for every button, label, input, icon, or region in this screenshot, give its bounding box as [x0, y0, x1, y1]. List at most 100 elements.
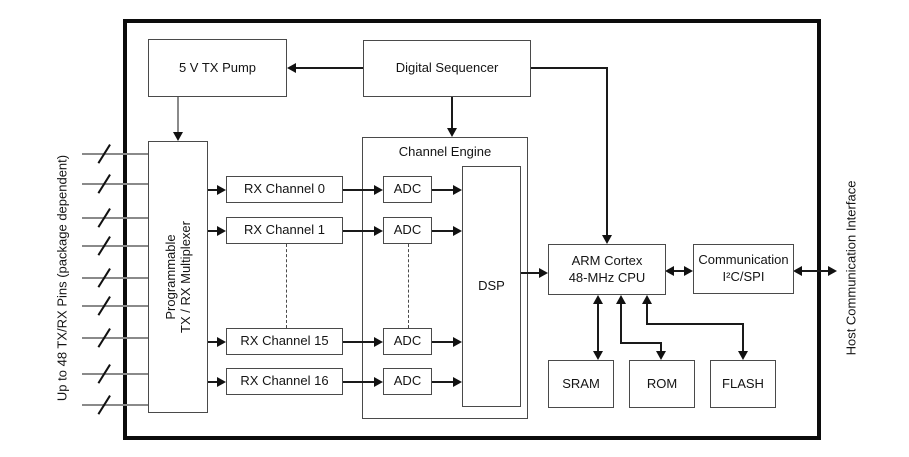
adc-15-block: ADC	[383, 328, 432, 355]
rom-label: ROM	[646, 375, 678, 391]
flash-label: FLASH	[722, 375, 764, 391]
rom-block: ROM	[629, 360, 695, 408]
mux-label-line2: TX / RX Multiplexer	[178, 221, 193, 333]
wire-seq-to-cpu-v	[606, 67, 608, 235]
pin-line	[82, 153, 148, 155]
arrowhead-down-icon	[593, 351, 603, 360]
digital-sequencer-label: Digital Sequencer	[395, 60, 499, 76]
arrowhead-down-icon	[173, 132, 183, 141]
adc-0-block: ADC	[383, 176, 432, 203]
pin-line	[82, 217, 148, 219]
rx-channel-0-block: RX Channel 0	[226, 176, 343, 203]
communication-label-line1: Communication	[698, 252, 789, 268]
pin-line	[82, 245, 148, 247]
wire-adc1-to-dsp	[432, 230, 453, 232]
wire-cpu-sram	[597, 304, 599, 351]
arrowhead-right-icon	[684, 266, 693, 276]
arrowhead-up-icon	[616, 295, 626, 304]
adc-16-label: ADC	[393, 373, 422, 389]
arrowhead-right-icon	[374, 185, 383, 195]
arrowhead-right-icon	[828, 266, 837, 276]
mux-label-line1: Programmable	[163, 234, 178, 320]
arrowhead-left-icon	[793, 266, 802, 276]
channel-engine-label: Channel Engine	[398, 144, 492, 159]
arrowhead-right-icon	[217, 226, 226, 236]
cpu-block: ARM Cortex 48-MHz CPU	[548, 244, 666, 295]
cpu-label-line2: 48-MHz CPU	[568, 269, 646, 285]
tx-rx-multiplexer-label: Programmable TX / RX Multiplexer	[163, 221, 193, 333]
arrowhead-right-icon	[374, 377, 383, 387]
adc-15-label: ADC	[393, 333, 422, 349]
wire-rx1-to-adc	[342, 230, 374, 232]
arrowhead-left-icon	[665, 266, 674, 276]
pin-line	[82, 183, 148, 185]
ellipsis-dashed-line	[286, 244, 287, 328]
pin-line	[82, 373, 148, 375]
wire-dsp-to-cpu	[521, 272, 539, 274]
arrowhead-down-icon	[602, 235, 612, 244]
arrowhead-right-icon	[374, 226, 383, 236]
arrowhead-right-icon	[374, 337, 383, 347]
adc-16-block: ADC	[383, 368, 432, 395]
tx-pump-block: 5 V TX Pump	[148, 39, 287, 97]
wire-adc15-to-dsp	[432, 341, 453, 343]
dsp-label: DSP	[478, 278, 505, 294]
pin-line	[82, 337, 148, 339]
wire-rx15-to-adc	[342, 341, 374, 343]
pin-line	[82, 305, 148, 307]
wire-cpu-rom-h	[620, 342, 661, 344]
adc-1-label: ADC	[393, 222, 422, 238]
wire-rx0-to-adc	[342, 189, 374, 191]
tx-rx-multiplexer-block	[148, 141, 208, 413]
wire-rx16-to-adc	[342, 381, 374, 383]
rx-channel-1-label: RX Channel 1	[244, 222, 325, 238]
adc-1-block: ADC	[383, 217, 432, 244]
wire-mux-to-rx15	[207, 341, 218, 343]
pin-line	[82, 404, 148, 406]
wire-cpu-flash-v2	[742, 323, 744, 351]
arrowhead-down-icon	[447, 128, 457, 137]
rx-channel-16-label: RX Channel 16	[240, 373, 329, 389]
wire-cpu-flash-v1	[646, 304, 648, 323]
dsp-block: DSP	[462, 166, 521, 407]
communication-label-line2: I²C/SPI	[722, 269, 765, 284]
wire-cpu-rom-v1	[620, 304, 622, 342]
arrowhead-right-icon	[453, 226, 462, 236]
wire-seq-to-engine	[451, 97, 453, 128]
arrowhead-right-icon	[217, 185, 226, 195]
wire-seq-to-pump	[296, 67, 363, 69]
wire-mux-to-rx16	[207, 381, 218, 383]
arrowhead-right-icon	[539, 268, 548, 278]
digital-sequencer-block: Digital Sequencer	[363, 40, 531, 97]
wire-comm-host	[802, 270, 829, 272]
wire-adc0-to-dsp	[432, 189, 453, 191]
wire-cpu-comm	[674, 270, 685, 272]
tx-pump-label: 5 V TX Pump	[178, 59, 257, 75]
arrowhead-up-icon	[642, 295, 652, 304]
wire-mux-to-rx0	[207, 189, 218, 191]
flash-block: FLASH	[710, 360, 776, 408]
wire-pump-to-mux	[177, 96, 179, 132]
sram-block: SRAM	[548, 360, 614, 408]
rx-channel-0-label: RX Channel 0	[244, 181, 325, 197]
host-interface-annotation: Host Communication Interface	[843, 180, 859, 356]
arrowhead-right-icon	[453, 185, 462, 195]
arrowhead-right-icon	[217, 377, 226, 387]
rx-channel-16-block: RX Channel 16	[226, 368, 343, 395]
ellipsis-dashed-line	[408, 244, 409, 328]
wire-adc16-to-dsp	[432, 381, 453, 383]
sram-label: SRAM	[562, 375, 600, 391]
communication-block: Communication I²C/SPI	[693, 244, 794, 294]
arrowhead-down-icon	[738, 351, 748, 360]
arrowhead-left-icon	[287, 63, 296, 73]
wire-mux-to-rx1	[207, 230, 218, 232]
rx-channel-15-block: RX Channel 15	[226, 328, 343, 355]
wire-cpu-flash-h	[646, 323, 743, 325]
left-pins-annotation: Up to 48 TX/RX Pins (package dependent)	[54, 154, 70, 402]
arrowhead-right-icon	[453, 337, 462, 347]
adc-0-label: ADC	[393, 181, 422, 197]
arrowhead-down-icon	[656, 351, 666, 360]
rx-channel-15-label: RX Channel 15	[240, 333, 329, 349]
rx-channel-1-block: RX Channel 1	[226, 217, 343, 244]
